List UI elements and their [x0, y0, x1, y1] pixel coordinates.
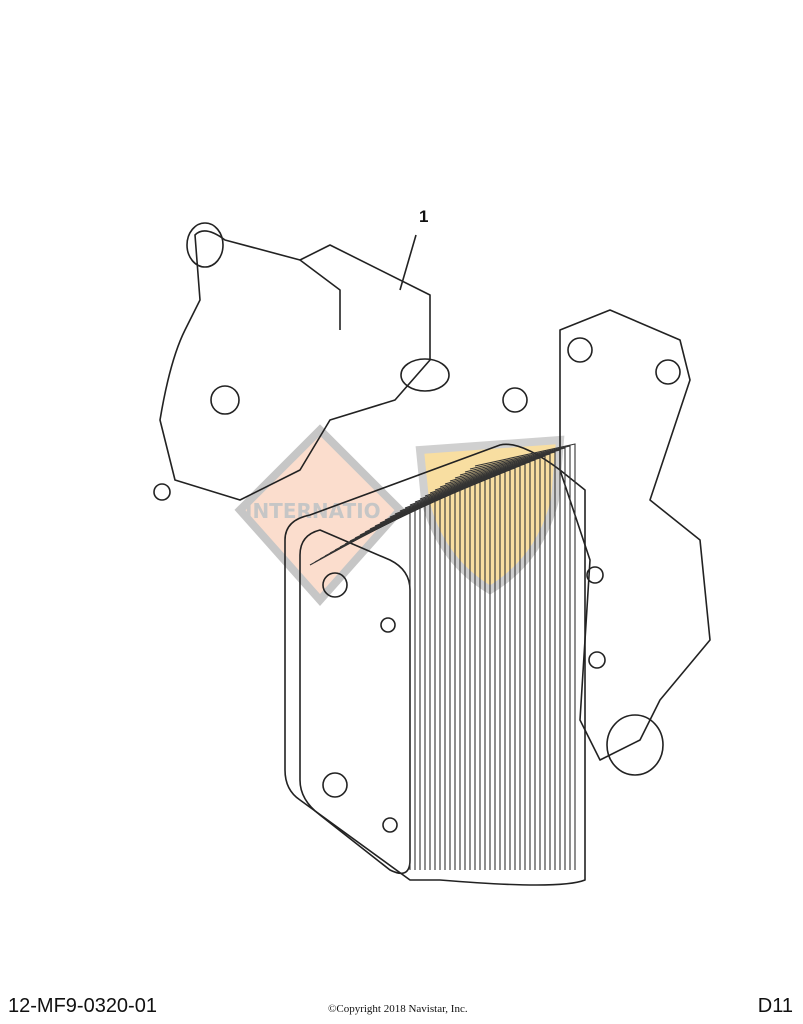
cooler-fin — [474, 443, 576, 870]
cooler-fin — [454, 451, 556, 870]
cooler-fin — [464, 447, 566, 870]
callout-label-1: 1 — [419, 207, 429, 226]
svg-text:INTERNATIO: INTERNATIO — [245, 499, 381, 523]
cooler-fin — [449, 453, 551, 870]
oil-pump-body — [559, 309, 711, 776]
page-code: D11 — [757, 995, 793, 1017]
cooler-fin — [459, 449, 561, 870]
cooler-fin — [444, 455, 546, 870]
oil-filter-housing — [153, 222, 528, 501]
cooler-fin — [439, 457, 541, 870]
part-code: 12-MF9-0320-01 — [8, 995, 157, 1017]
oil-cooler-core — [284, 443, 586, 886]
cooler-fin — [469, 445, 571, 870]
copyright-notice: ©Copyright 2018 Navistar, Inc. — [328, 1003, 468, 1015]
cooler-fins — [309, 443, 576, 870]
